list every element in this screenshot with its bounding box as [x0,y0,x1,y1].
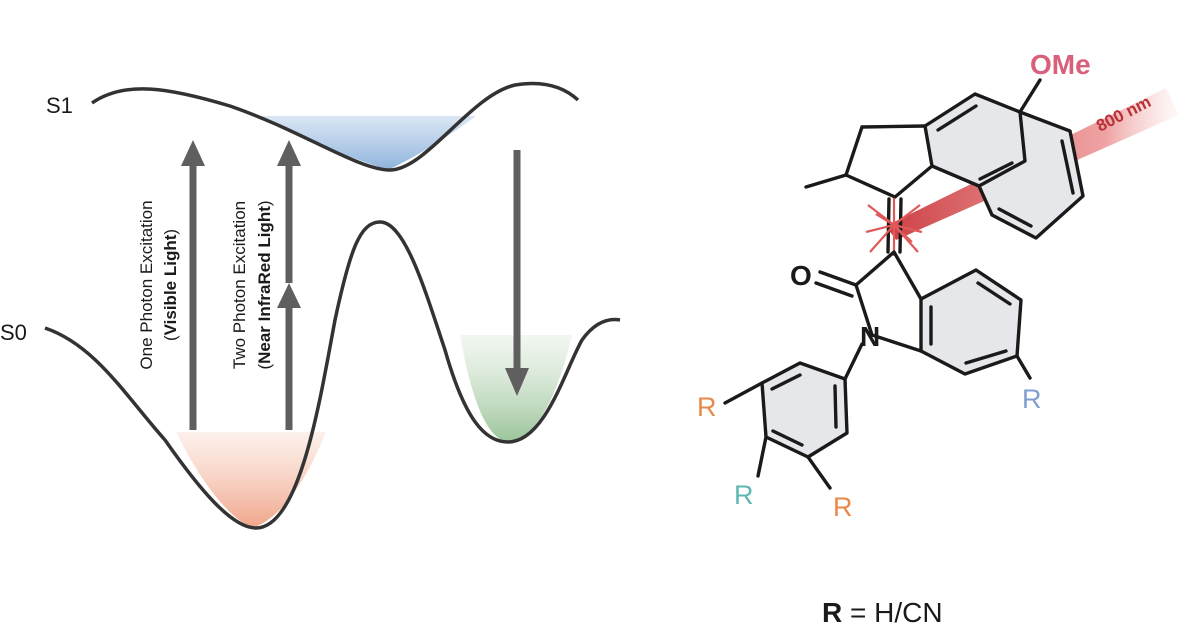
bond-r-left [723,381,764,405]
two-photon-light-label: (Near InfraRed Light) [255,200,274,369]
bond-cp4 [893,164,934,199]
r-definition-caption: R = H/CN [822,597,943,628]
bond-cp1 [860,124,927,129]
one-photon-label: One Photon Excitation [137,200,156,369]
nitrogen-label: N [860,321,880,352]
s1-potential-curve [91,81,580,172]
relaxation-arrow [505,150,529,396]
two-photon-label: Two Photon Excitation [230,201,249,369]
r-left-label: R [697,392,717,422]
carbonyl-2 [814,281,854,298]
ring-b-double2 [997,207,1033,228]
bond-methyl [804,173,848,189]
s0-left-well-fill [176,432,326,528]
r-bottom-left-label: R [734,480,754,510]
two-photon-arrow-lower [277,283,301,430]
naphthalene-ring-a-fill [925,94,1025,186]
aryl-double2 [771,429,804,447]
oxindole-5ring [854,250,923,353]
naphthalene-ring-b-fill [979,112,1083,238]
one-photon-light-label: (Visible Light) [161,229,180,341]
ome-label: OMe [1030,49,1091,80]
bond-ome [1018,78,1042,114]
carbonyl-1 [818,270,858,287]
s1-label: S1 [46,93,73,118]
ring-a-double2 [978,161,1014,181]
s0-label: S0 [0,320,27,345]
ring-b [977,110,1085,240]
aryl-ring-fill [762,363,847,457]
ring-a-double1 [936,104,978,132]
molecule-structure: 800 nm OMe [697,49,1179,522]
r-right-label: R [1022,384,1042,414]
bond-n-aryl [843,342,864,381]
r-bottom-right-label: R [833,492,853,522]
bond-r-right [1015,354,1032,380]
oxindole-benzo-ring [919,268,1023,376]
aryl-double1 [833,384,838,429]
bond-r-bottom-right [806,455,832,490]
ring-a [923,92,1027,188]
s0-potential-curve [44,220,621,530]
oxindole-benzo-double1 [976,281,1012,306]
ring-b-double1 [1060,139,1075,195]
two-photon-arrow-upper [277,140,301,283]
energy-diagram: S1 S0 One Photon Excitation (Visible Lig… [0,81,621,530]
photo-isomerization-burst [865,198,923,256]
bond-r-bottom-left [756,435,768,478]
aryl-double3 [770,373,802,391]
one-photon-arrow [181,140,205,430]
oxygen-label: O [790,260,812,291]
oxindole-benzo-double2 [964,349,1008,365]
s1-well-fill [255,116,476,170]
bond-cp2 [844,125,864,177]
bond-cp3 [844,173,897,199]
